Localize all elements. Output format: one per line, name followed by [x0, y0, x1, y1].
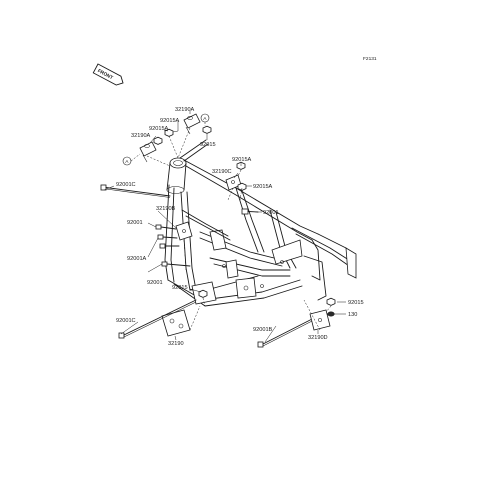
view-marker-a-left-label: A [125, 159, 129, 165]
label-92001c-bottom: 92001C [116, 318, 136, 324]
label-32190c: 32190C [212, 169, 232, 175]
bracket-32190d [309, 309, 331, 331]
nut-92015a-left [153, 136, 163, 145]
label-92015a-1: 92015A [160, 118, 180, 124]
nut-92015-right [326, 297, 336, 306]
view-marker-a-left: A [122, 156, 132, 166]
view-marker-a-top-label: A [203, 116, 207, 122]
leader-lines [103, 111, 346, 343]
front-direction-badge: FRONT [92, 63, 124, 86]
reference-code: F2131 [363, 56, 377, 62]
bolt-92001-left [155, 224, 177, 230]
label-92015-top: 92015 [200, 142, 216, 148]
motorcycle-frame [164, 139, 357, 307]
label-92015a-2: 92015A [149, 126, 169, 132]
bracket-32190 [161, 309, 191, 337]
label-92001-left: 92001 [127, 220, 143, 226]
bracket-32190a-left [139, 141, 157, 163]
bolt-92001b [257, 315, 319, 348]
bolt-92001c-top [100, 184, 171, 198]
bolt-92001a-b [159, 243, 180, 249]
bolt-92001-right [241, 208, 259, 215]
collar-130 [327, 311, 335, 317]
label-92015a-right2: 92015A [253, 184, 273, 190]
label-32190b: 32190B [156, 206, 176, 212]
label-32190d: 32190D [308, 335, 328, 341]
view-marker-a-top: A [200, 113, 210, 123]
label-92001a: 92001A [127, 256, 147, 262]
nut-92015-mid [198, 289, 208, 298]
label-92001-lower: 92001 [147, 280, 163, 286]
label-92015-mid: 92015 [172, 285, 188, 291]
bracket-32190a-upper [183, 113, 201, 135]
label-92015a-right: 92015A [232, 157, 252, 163]
label-92001-right: 92001 [263, 210, 279, 216]
label-92001c-top: 92001C [116, 182, 136, 188]
bolt-92001a-a [157, 234, 178, 240]
label-92001b: 92001B [253, 327, 273, 333]
bolt-92001c-bottom [118, 299, 197, 339]
label-130: 130 [348, 312, 357, 318]
nut-92015-top [202, 125, 212, 134]
assembly-lines [130, 122, 332, 331]
part-labels: 32190A 92015A 92015A 32190A 92015 92015A… [116, 107, 364, 347]
nut-92015a-right-lower [237, 182, 247, 191]
label-32190a-left: 32190A [131, 133, 151, 139]
steering-head [166, 157, 187, 194]
label-32190a-top: 32190A [175, 107, 195, 113]
label-92015-right: 92015 [348, 300, 364, 306]
bracket-32190b [175, 221, 193, 241]
label-32190: 32190 [168, 341, 184, 347]
